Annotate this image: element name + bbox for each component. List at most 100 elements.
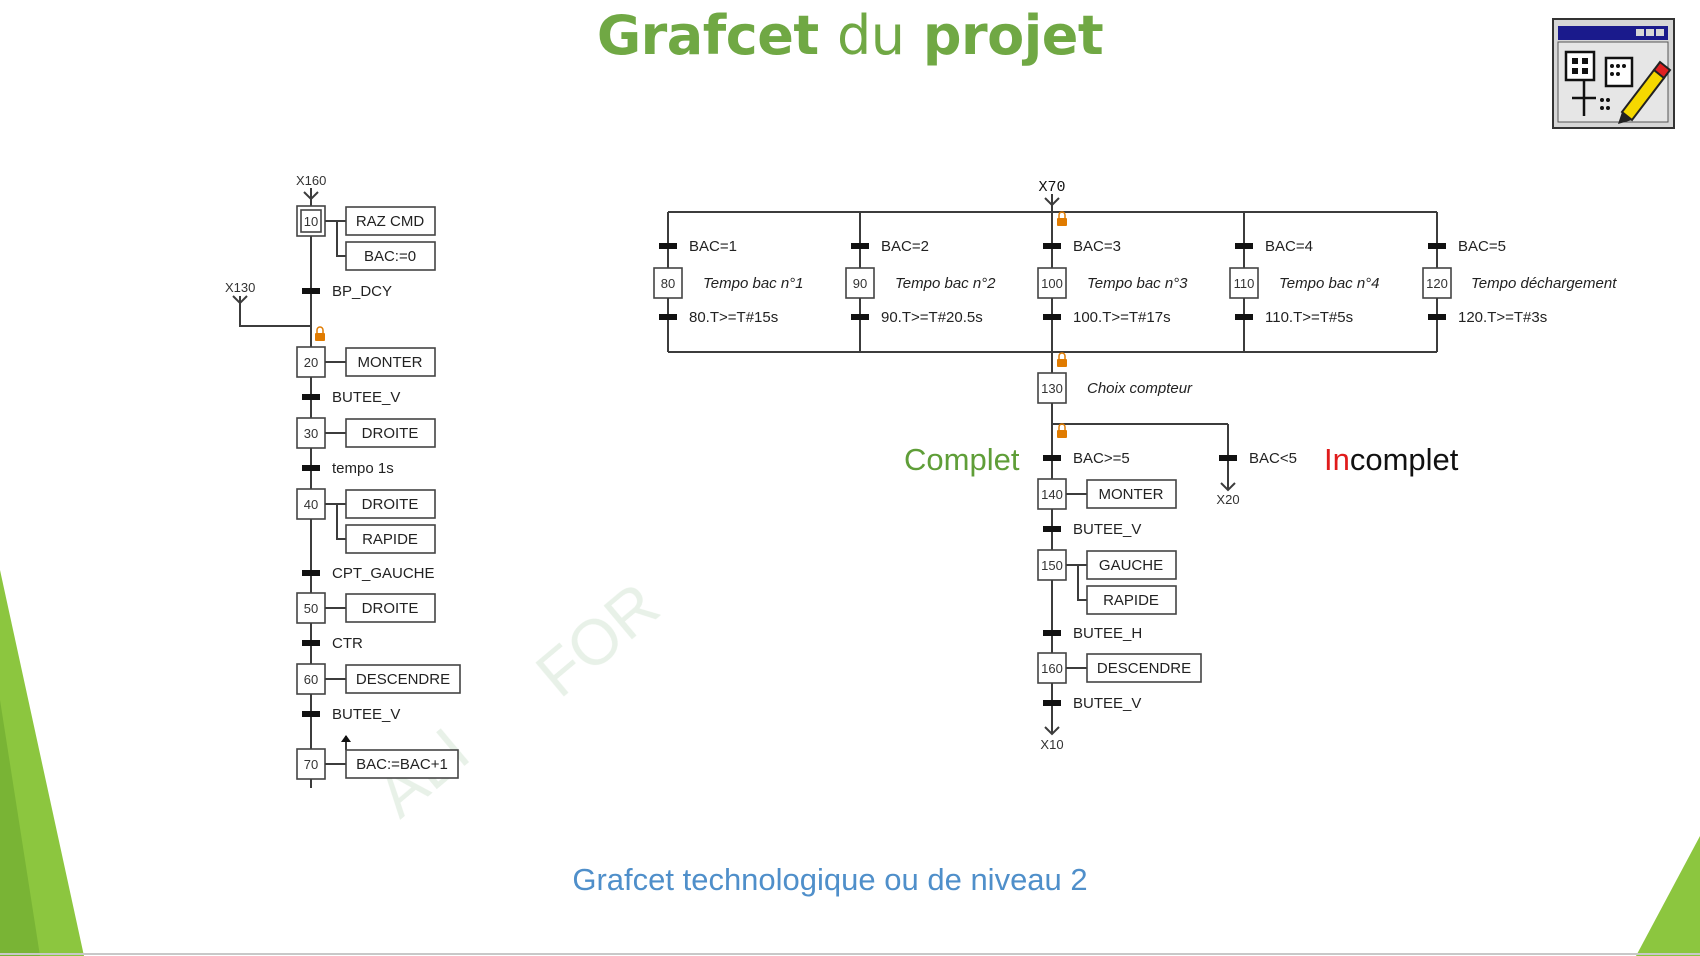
entry-label-x130: X130 — [225, 280, 255, 295]
lock-icon — [1057, 430, 1067, 438]
branch-exit-condition: 100.T>=T#17s — [1073, 309, 1171, 326]
step-number: 120 — [1426, 276, 1448, 291]
step-number: 80 — [661, 276, 675, 291]
action-box — [345, 749, 459, 779]
title-word-1: Grafcet — [596, 4, 819, 67]
action-droite: DROITE — [362, 600, 419, 617]
action-rapide: RAPIDE — [1103, 592, 1159, 609]
transition-label: BUTEE_V — [1073, 521, 1141, 538]
label-complet: Complet — [904, 442, 1020, 477]
step-40 — [296, 488, 326, 520]
action-box — [1086, 653, 1202, 683]
branch-exit-condition: 90.T>=T#20.5s — [881, 309, 983, 326]
label-incomplet-prefix: In — [1324, 442, 1350, 477]
step-number: 10 — [304, 214, 318, 229]
step-action: Tempo bac n°4 — [1279, 275, 1380, 292]
svg-text:FOR: FOR — [523, 569, 673, 711]
branch-condition: BAC=3 — [1073, 238, 1121, 255]
branch-exit-condition: 80.T>=T#15s — [689, 309, 778, 326]
action-descendre: DESCENDRE — [1097, 660, 1191, 677]
step-60 — [296, 663, 326, 695]
action-box — [345, 593, 436, 623]
choice-condition-alt: BAC<5 — [1249, 450, 1297, 467]
step-number: 100 — [1041, 276, 1063, 291]
action-box — [1086, 550, 1177, 580]
action-gauche: GAUCHE — [1099, 557, 1163, 574]
step-action: Tempo bac n°2 — [895, 275, 996, 292]
grafcet-right: X70 BAC=1 80 Tempo bac n°1 80.T>=T#15s — [653, 179, 1617, 752]
right-green-triangle — [1636, 836, 1700, 956]
label-incomplet: Incomplet — [1324, 442, 1458, 478]
transition-label: BP_DCY — [332, 283, 392, 300]
step-action: Choix compteur — [1087, 380, 1193, 397]
label-incomplet-rest: complet — [1349, 442, 1459, 477]
step-number: 130 — [1041, 381, 1063, 396]
lock-icon — [1057, 359, 1067, 367]
action-box — [345, 418, 436, 448]
action-box — [345, 664, 461, 694]
step-number: 50 — [304, 601, 318, 616]
action-box — [345, 206, 436, 236]
branch-condition: BAC=4 — [1265, 238, 1313, 255]
transition-label: tempo 1s — [332, 460, 394, 477]
step-action: Tempo bac n°1 — [703, 275, 804, 292]
action-box — [345, 241, 436, 271]
left-green-triangle-shade — [0, 700, 40, 956]
lock-icon — [1057, 218, 1067, 226]
lock-icon — [315, 333, 325, 341]
action-descendre: DESCENDRE — [356, 671, 450, 688]
step-number: 40 — [304, 497, 318, 512]
step-action: Tempo bac n°3 — [1087, 275, 1188, 292]
step-action: Tempo déchargement — [1471, 275, 1617, 292]
branch-120: BAC=5 120 Tempo déchargement 120.T>=T#3s — [1422, 212, 1617, 352]
step-30 — [296, 417, 326, 449]
action-rapide: RAPIDE — [362, 531, 418, 548]
action-box — [345, 524, 436, 554]
action-monter: MONTER — [1099, 486, 1164, 503]
step-number: 160 — [1041, 661, 1063, 676]
step-number: 110 — [1234, 276, 1255, 291]
slide-subtitle: Grafcet technologique ou de niveau 2 — [572, 862, 1088, 897]
goto-label-x10: X10 — [1040, 737, 1063, 752]
entry-label-x70: X70 — [1038, 179, 1065, 196]
choice-condition-main: BAC>=5 — [1073, 450, 1130, 467]
branch-condition: BAC=2 — [881, 238, 929, 255]
step-number: 60 — [304, 672, 318, 687]
branch-condition: BAC=1 — [689, 238, 737, 255]
action-bac-increment: BAC:=BAC+1 — [356, 756, 448, 773]
transition-label: BUTEE_V — [332, 389, 400, 406]
step-number: 70 — [304, 757, 318, 772]
action-bac-zero: BAC:=0 — [364, 248, 416, 265]
action-monter: MONTER — [358, 354, 423, 371]
transition-label: BUTEE_V — [1073, 695, 1141, 712]
step-110 — [1229, 267, 1259, 299]
branch-exit-condition: 120.T>=T#3s — [1458, 309, 1547, 326]
step-80 — [653, 267, 683, 299]
step-50 — [296, 592, 326, 624]
step-10: 10 — [296, 205, 326, 237]
transition-label: CPT_GAUCHE — [332, 565, 435, 582]
action-droite: DROITE — [362, 496, 419, 513]
page-title: Grafcet du projet — [0, 4, 1700, 67]
step-number: 90 — [853, 276, 867, 291]
branch-110: BAC=4 110 Tempo bac n°4 110.T>=T#5s — [1229, 212, 1380, 352]
branch-condition: BAC=5 — [1458, 238, 1506, 255]
step-number: 140 — [1041, 487, 1063, 502]
action-box — [345, 347, 436, 377]
title-word-2: du — [836, 4, 905, 67]
action-droite: DROITE — [362, 425, 419, 442]
step-150 — [1037, 549, 1067, 581]
grafcet-left: X160 10 RAZ CMD BAC:=0 BP_DCY X130 — [225, 173, 461, 788]
action-box — [1086, 479, 1177, 509]
branch-80: BAC=1 80 Tempo bac n°1 80.T>=T#15s — [653, 212, 804, 352]
branch-90: BAC=2 90 Tempo bac n°2 90.T>=T#20.5s — [845, 212, 996, 352]
branch-100: BAC=3 100 Tempo bac n°3 100.T>=T#17s — [1037, 212, 1188, 352]
step-20 — [296, 346, 326, 378]
transition-label: BUTEE_H — [1073, 625, 1142, 642]
branch-exit-condition: 110.T>=T#5s — [1265, 309, 1353, 326]
title-word-3: projet — [922, 4, 1104, 67]
action-box — [345, 489, 436, 519]
